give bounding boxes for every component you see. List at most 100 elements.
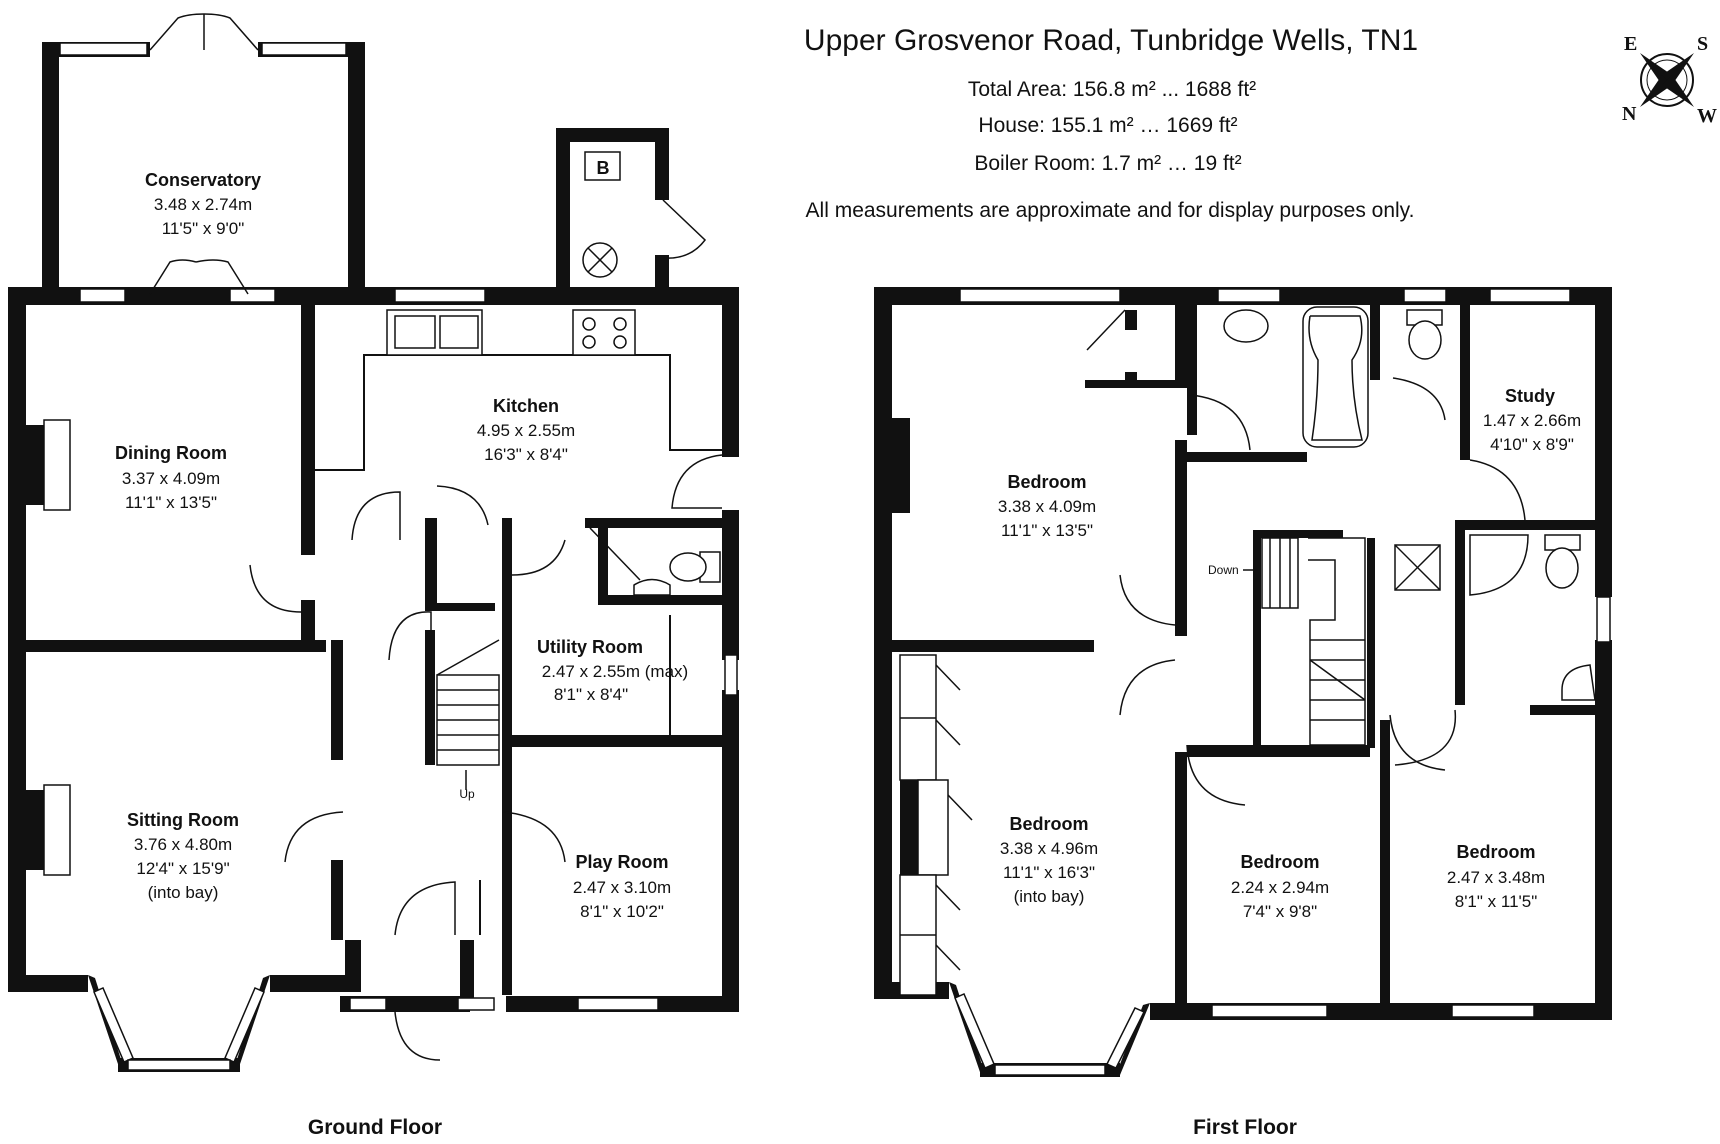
kitchen-counter bbox=[315, 354, 722, 471]
room-utility: Utility Room 2.47 x 2.55m (max) 8'1" x 8… bbox=[537, 637, 688, 704]
wardrobe-icon bbox=[899, 654, 973, 996]
room-bedroom-middle: Bedroom 2.24 x 2.94m 7'4" x 9'8" bbox=[1231, 852, 1329, 921]
bedroom-rear-imperial: 11'1" x 13'5" bbox=[1001, 521, 1093, 540]
sitting-metric: 3.76 x 4.80m bbox=[134, 835, 232, 854]
bedroom-rear-door-icon bbox=[1119, 574, 1176, 626]
utility-metric: 2.47 x 2.55m (max) bbox=[542, 662, 688, 681]
compass-w-label: W bbox=[1697, 105, 1717, 127]
bedroom-rear-metric: 3.38 x 4.09m bbox=[998, 497, 1096, 516]
wc-door-icon bbox=[1392, 377, 1446, 421]
fireplace-sitting-icon bbox=[43, 784, 71, 876]
wc-toilet-icon bbox=[1408, 320, 1442, 360]
compass-e-label: E bbox=[1624, 33, 1637, 55]
study-name: Study bbox=[1505, 386, 1555, 406]
ground-floor-label: Ground Floor bbox=[308, 1116, 442, 1139]
porch-window-left bbox=[349, 997, 387, 1011]
fireplace-dining-icon bbox=[43, 419, 71, 511]
kitchen-metric: 4.95 x 2.55m bbox=[477, 421, 575, 440]
property-title: Upper Grosvenor Road, Tunbridge Wells, T… bbox=[804, 24, 1418, 57]
bedroom-front-note: (into bay) bbox=[1014, 887, 1085, 906]
ensuite-basin-icon bbox=[1561, 664, 1596, 701]
stairs-down-label: Down bbox=[1208, 563, 1239, 577]
sitting-name: Sitting Room bbox=[127, 810, 239, 830]
bedroom-front-metric: 3.38 x 4.96m bbox=[1000, 839, 1098, 858]
compass-icon: E S N W bbox=[1622, 33, 1717, 127]
bedroom-rear-name: Bedroom bbox=[1007, 472, 1086, 492]
conservatory-window-right bbox=[261, 42, 347, 56]
boiler-door-icon bbox=[662, 199, 707, 259]
bedroom-front-imperial: 11'1" x 16'3" bbox=[1003, 863, 1095, 882]
bedroom-right-window bbox=[1451, 1004, 1535, 1018]
kitchen-door-icon bbox=[671, 454, 723, 509]
play-metric: 2.47 x 3.10m bbox=[573, 878, 671, 897]
room-dining: Dining Room 3.37 x 4.09m 11'1" x 13'5" bbox=[115, 443, 227, 512]
bedroom-bay-window bbox=[949, 982, 1150, 1077]
play-name: Play Room bbox=[575, 852, 668, 872]
ground-floor-plan: B bbox=[8, 13, 739, 1139]
sitting-door-icon bbox=[284, 811, 344, 863]
stairs-up-label: Up bbox=[459, 787, 475, 801]
dining-window bbox=[79, 288, 126, 303]
utility-window bbox=[724, 654, 738, 696]
boiler-icon bbox=[584, 151, 621, 181]
play-imperial: 8'1" x 10'2" bbox=[580, 902, 664, 921]
first-floor-plan: Down Bedroom 3.38 x 4.09m 11'1" x 13'5" … bbox=[874, 287, 1612, 1139]
room-sitting: Sitting Room 3.76 x 4.80m 12'4" x 15'9" … bbox=[127, 810, 239, 902]
utility-imperial: 8'1" x 8'4" bbox=[554, 685, 628, 704]
conservatory-imperial: 11'5" x 9'0" bbox=[162, 219, 245, 238]
french-doors-icon-2 bbox=[149, 259, 249, 295]
bedroom-middle-name: Bedroom bbox=[1240, 852, 1319, 872]
sitting-note: (into bay) bbox=[148, 883, 219, 902]
wc-basin-icon bbox=[633, 578, 671, 596]
bedroom-right-door-icon bbox=[1389, 714, 1446, 771]
bedroom-middle-window bbox=[1211, 1004, 1328, 1018]
dining-imperial: 11'1" x 13'5" bbox=[125, 493, 217, 512]
porch-window-right bbox=[457, 997, 495, 1011]
ensuite-door-icon bbox=[1394, 709, 1457, 766]
ensuite-window bbox=[1596, 596, 1611, 643]
room-play: Play Room 2.47 x 3.10m 8'1" x 10'2" bbox=[573, 852, 671, 921]
room-kitchen: Kitchen 4.95 x 2.55m 16'3" x 8'4" bbox=[477, 396, 575, 464]
study-metric: 1.47 x 2.66m bbox=[1483, 411, 1581, 430]
conservatory-metric: 3.48 x 2.74m bbox=[154, 195, 252, 214]
bedroom-right-imperial: 8'1" x 11'5" bbox=[1455, 892, 1538, 911]
total-area: Total Area: 156.8 m² ... 1688 ft² bbox=[968, 78, 1256, 101]
bedroom-rear-window bbox=[959, 288, 1121, 303]
room-conservatory: Conservatory 3.48 x 2.74m 11'5" x 9'0" bbox=[145, 170, 261, 238]
bedroom-front-door-icon bbox=[1119, 659, 1176, 716]
compass-s-label: S bbox=[1697, 33, 1708, 55]
bath-icon bbox=[1302, 306, 1369, 448]
cupboard-door-icon bbox=[436, 485, 489, 526]
utility-door-icon bbox=[511, 527, 641, 581]
house-area: House: 155.1 m² … 1669 ft² bbox=[978, 114, 1237, 137]
study-window bbox=[1489, 288, 1571, 303]
room-bedroom-right: Bedroom 2.47 x 3.48m 8'1" x 11'5" bbox=[1447, 842, 1545, 911]
stairs-cupboard-door-icon bbox=[388, 611, 432, 661]
utility-name: Utility Room bbox=[537, 637, 643, 657]
study-door-icon bbox=[1469, 459, 1526, 521]
sitting-imperial: 12'4" x 15'9" bbox=[136, 859, 229, 878]
shower-icon bbox=[1469, 534, 1529, 596]
kitchen-name: Kitchen bbox=[493, 396, 559, 416]
front-door-icon bbox=[394, 881, 456, 936]
bedroom-right-name: Bedroom bbox=[1456, 842, 1535, 862]
dining-name: Dining Room bbox=[115, 443, 227, 463]
room-bedroom-front: Bedroom 3.38 x 4.96m 11'1" x 16'3" (into… bbox=[1000, 814, 1098, 906]
ground-stairs-icon bbox=[436, 639, 500, 790]
first-floor-label: First Floor bbox=[1193, 1116, 1297, 1139]
cupboard-door-first-icon bbox=[1086, 309, 1126, 351]
bathroom-window bbox=[1217, 288, 1281, 303]
kitchen-imperial: 16'3" x 8'4" bbox=[484, 445, 568, 464]
ensuite-toilet-icon bbox=[1545, 547, 1579, 589]
conservatory-name: Conservatory bbox=[145, 170, 261, 190]
toilet-icon bbox=[669, 552, 707, 582]
first-stairs-icon bbox=[1261, 537, 1366, 746]
boiler-area: Boiler Room: 1.7 m² … 19 ft² bbox=[974, 152, 1241, 175]
play-door-icon bbox=[503, 811, 566, 863]
compass-n-label: N bbox=[1622, 103, 1637, 125]
bedroom-middle-metric: 2.24 x 2.94m bbox=[1231, 878, 1329, 897]
bedroom-middle-imperial: 7'4" x 9'8" bbox=[1243, 902, 1317, 921]
play-room-window bbox=[577, 997, 659, 1011]
conservatory-window-left bbox=[59, 42, 148, 56]
